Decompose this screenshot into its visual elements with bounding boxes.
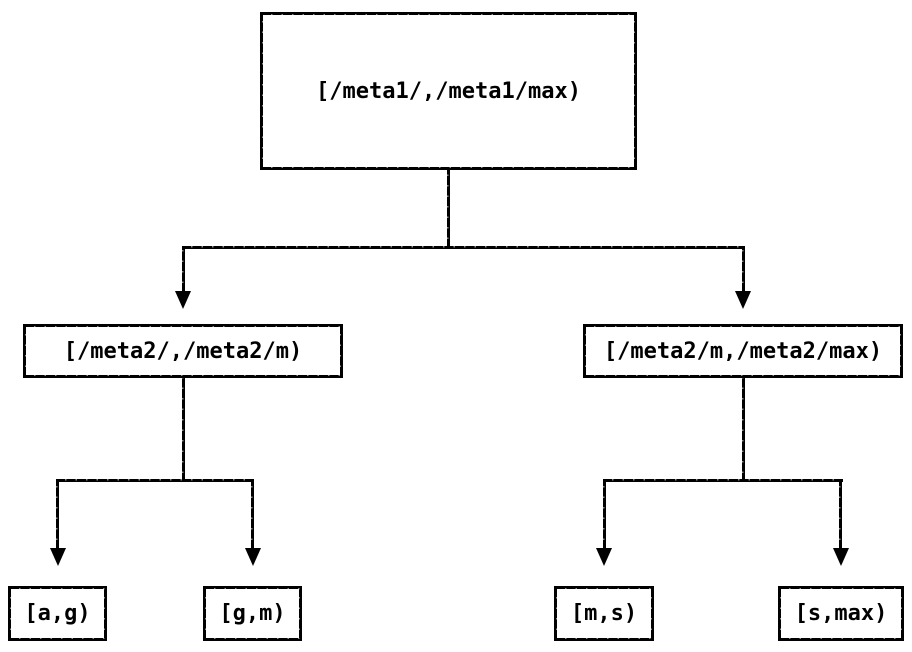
- connector-root-stem: [447, 170, 450, 248]
- node-leaf-smax: [s,max): [778, 586, 904, 641]
- connector-right-leaf1-drop: [602, 478, 606, 549]
- connector-right-crossbar: [602, 478, 843, 482]
- node-root-label: [/meta1/,/meta1/max): [316, 78, 581, 104]
- connector-right-leaf2-drop: [839, 478, 842, 549]
- connector-level1-left-drop: [181, 245, 185, 292]
- connector-left-stem: [181, 378, 185, 482]
- connector-left-crossbar: [56, 478, 254, 482]
- node-leaf-gm-label: [g,m): [219, 601, 286, 626]
- node-leaf-ms-label: [m,s): [570, 601, 638, 626]
- connector-level1-crossbar: [181, 245, 745, 249]
- node-meta2-left: [/meta2/,/meta2/m): [23, 324, 343, 378]
- node-meta2-right-label: [/meta2/m,/meta2/max): [603, 338, 883, 364]
- node-leaf-smax-label: [s,max): [794, 601, 888, 626]
- node-leaf-gm: [g,m): [203, 586, 302, 641]
- arrowhead-down-icon: [244, 548, 261, 566]
- node-leaf-ag-label: [a,g): [24, 601, 91, 626]
- node-leaf-ms: [m,s): [554, 586, 654, 641]
- arrowhead-down-icon: [735, 291, 751, 309]
- connector-left-leaf1-drop: [56, 478, 59, 549]
- arrowhead-down-icon: [49, 548, 66, 566]
- node-leaf-ag: [a,g): [8, 586, 107, 641]
- arrowhead-down-icon: [832, 548, 849, 566]
- connector-right-stem: [741, 377, 745, 482]
- connector-level1-right-drop: [741, 245, 745, 292]
- node-root: [/meta1/,/meta1/max): [260, 12, 637, 170]
- node-meta2-left-label: [/meta2/,/meta2/m): [63, 338, 303, 364]
- arrowhead-down-icon: [596, 548, 612, 566]
- arrowhead-down-icon: [175, 291, 191, 309]
- connector-left-leaf2-drop: [251, 478, 254, 549]
- node-meta2-right: [/meta2/m,/meta2/max): [583, 324, 903, 378]
